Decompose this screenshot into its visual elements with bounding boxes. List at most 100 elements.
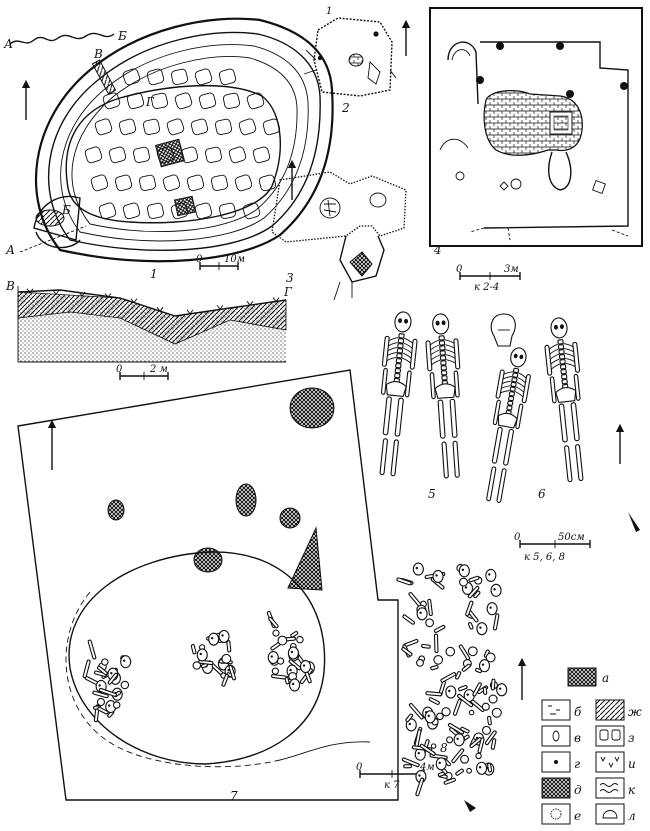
house-cell	[252, 146, 271, 164]
bone-fragment	[419, 743, 436, 756]
vertebra	[394, 367, 401, 374]
house-cell	[138, 174, 156, 192]
skeleton-6a	[486, 347, 531, 504]
grass-mark	[78, 291, 86, 297]
eye-socket	[302, 664, 306, 667]
legend-item-zh: ж	[595, 699, 642, 721]
house-cell	[204, 146, 222, 164]
forearm	[573, 373, 581, 401]
humerus	[409, 338, 418, 370]
vertebra	[558, 354, 566, 360]
bone-fragment	[430, 743, 437, 749]
pelvis	[385, 381, 407, 397]
bone-fragment	[290, 631, 299, 638]
femur	[558, 403, 568, 443]
bone-fragment	[487, 762, 493, 773]
eye-socket	[464, 586, 468, 589]
bone-fragment	[457, 693, 474, 708]
eye-socket	[478, 766, 482, 769]
figure-5-burial: 5	[379, 311, 461, 501]
skull-fragment	[432, 569, 444, 584]
eye-socket	[456, 737, 459, 741]
svg-text:ж: ж	[628, 705, 642, 719]
eye-socket	[291, 682, 295, 686]
skull-fragment	[267, 650, 279, 665]
bone-fragment	[427, 598, 433, 617]
inner-enclosure	[65, 84, 281, 224]
grass-mark	[130, 298, 138, 304]
forearm	[404, 370, 412, 398]
house-cell	[150, 92, 168, 110]
eye-socket	[435, 320, 440, 326]
scale-label-1: 10м	[224, 254, 245, 265]
skull	[510, 347, 527, 368]
femur	[437, 399, 446, 439]
eye-socket	[122, 659, 126, 662]
bone-fragment	[416, 658, 424, 667]
hatched-house-2	[173, 195, 197, 217]
legend-item-g: г	[541, 751, 580, 773]
bone-fragment	[98, 687, 117, 697]
forearm	[515, 403, 524, 430]
figure-number-1: 1	[150, 267, 158, 281]
house-cell	[194, 68, 213, 86]
house-cell	[210, 174, 228, 192]
bone-fragment	[221, 653, 232, 664]
scale-zero-1: 0	[196, 254, 203, 265]
skeleton-5a	[379, 311, 418, 477]
bone-fragment	[490, 738, 497, 750]
grass-mark	[246, 300, 254, 306]
bone-fragment	[192, 661, 202, 670]
skull	[432, 313, 450, 335]
bone-fragment	[296, 635, 304, 644]
mark-g: Г	[145, 95, 155, 109]
central-hearth	[483, 90, 583, 156]
bone-fragment	[445, 646, 456, 657]
skull-fragment	[289, 678, 301, 692]
mark-b-2: Б	[61, 203, 71, 217]
eye-socket	[417, 751, 420, 755]
bone-fragment	[481, 702, 490, 711]
house-cell	[126, 92, 145, 110]
pelvis	[434, 383, 456, 399]
femur	[449, 398, 458, 438]
scale-label-7: 4м	[419, 762, 435, 773]
skeleton-5b	[425, 313, 461, 479]
eye-socket	[553, 324, 558, 330]
eye-socket	[435, 574, 438, 577]
tibia	[496, 468, 507, 504]
house-cell	[186, 174, 205, 192]
house-cell	[132, 146, 150, 164]
grass-mark	[272, 297, 280, 303]
ditch-dashed	[65, 591, 281, 768]
vertebra	[438, 335, 445, 341]
skull-fragment	[196, 648, 208, 662]
figure-1-settlement-plan: А Б В Г Б А 1 0 10м	[3, 17, 334, 281]
section-line	[19, 225, 87, 253]
vertebra	[394, 372, 401, 379]
bone-fragment	[482, 686, 488, 695]
skull-fragment	[453, 733, 465, 747]
figure-number-8: 8	[440, 741, 448, 755]
bone-fragment	[425, 691, 443, 697]
vertebra	[511, 377, 518, 383]
bone-fragment	[443, 777, 456, 785]
femur	[503, 428, 514, 466]
skull-fragment	[478, 659, 491, 673]
humerus	[381, 335, 390, 367]
eye-socket	[270, 655, 273, 658]
skull-fragment	[218, 629, 230, 643]
svg-text:и: и	[628, 757, 636, 771]
bone-fragment	[446, 736, 454, 744]
figure-7-burial-ground: 7 0 4м к 7	[17, 369, 435, 803]
river-line	[9, 32, 115, 45]
legend-item-i: и	[595, 751, 636, 773]
scale-note-7: к 7	[384, 780, 400, 791]
tibia	[486, 466, 497, 502]
scale-zero-4: 0	[456, 264, 463, 275]
bone-fragment	[468, 575, 480, 583]
vertebra	[397, 343, 404, 349]
eye-socket	[98, 684, 101, 687]
eye-socket	[513, 353, 518, 359]
